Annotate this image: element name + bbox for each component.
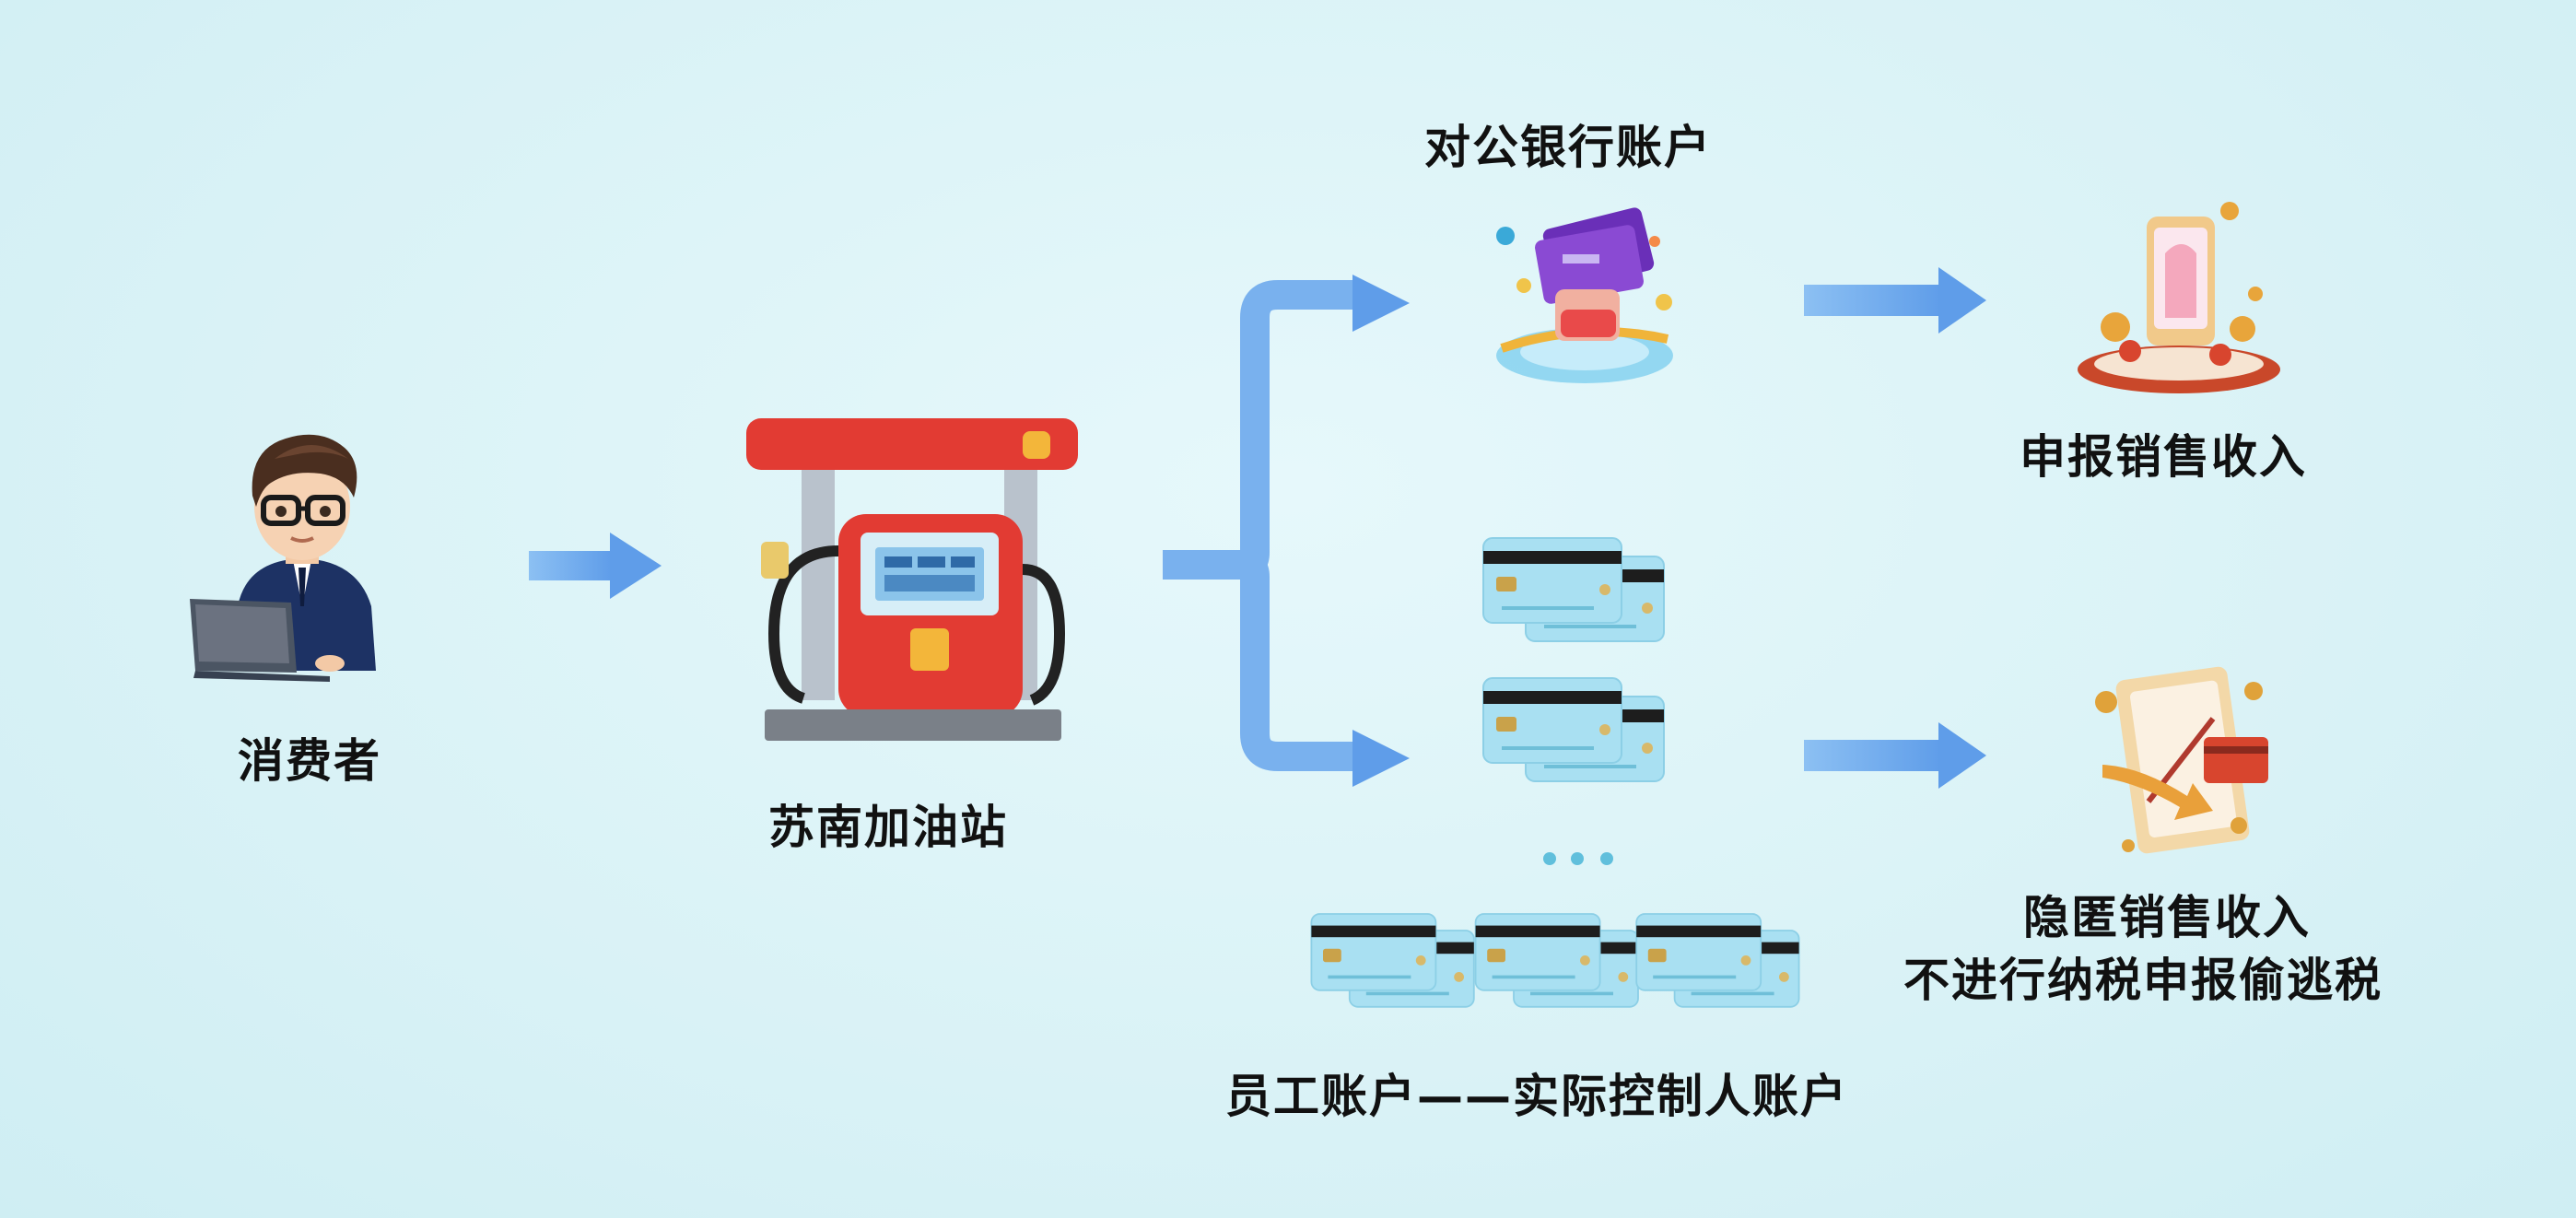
- consumer-avatar-icon: [190, 434, 376, 682]
- card-stack-2: [1483, 678, 1664, 781]
- tax-evasion-label: 不进行纳税申报偷逃税: [1903, 954, 2383, 1007]
- arrow-consumer-to-station: [529, 533, 662, 599]
- revenue-phone-icon: [2078, 202, 2280, 393]
- employee-cards-group: [1290, 516, 1843, 1032]
- employee-accounts-label: 员工账户——实际控制人账户: [1225, 1070, 1848, 1123]
- declare-label: 申报销售收入: [2020, 430, 2307, 484]
- hidden-revenue-icon: [2095, 666, 2268, 854]
- card-stack-4: [1476, 914, 1638, 1007]
- arrow-split-branch: [1163, 275, 1410, 787]
- corporate-account-label: 对公银行账户: [1424, 121, 1712, 174]
- arrow-corporate-to-declare: [1804, 267, 1986, 334]
- arrow-employee-to-hide: [1804, 722, 1986, 789]
- ellipsis-dots-icon: [1543, 852, 1613, 865]
- consumer-label: 消费者: [238, 734, 381, 788]
- card-stack-5: [1636, 914, 1798, 1007]
- card-stack-1: [1483, 538, 1664, 641]
- station-label: 苏南加油站: [768, 801, 1008, 854]
- card-stack-3: [1311, 914, 1473, 1007]
- gas-pump-icon: [746, 418, 1078, 741]
- bank-card-icon: [1496, 207, 1673, 383]
- hide-revenue-label: 隐匿销售收入: [2023, 891, 2311, 944]
